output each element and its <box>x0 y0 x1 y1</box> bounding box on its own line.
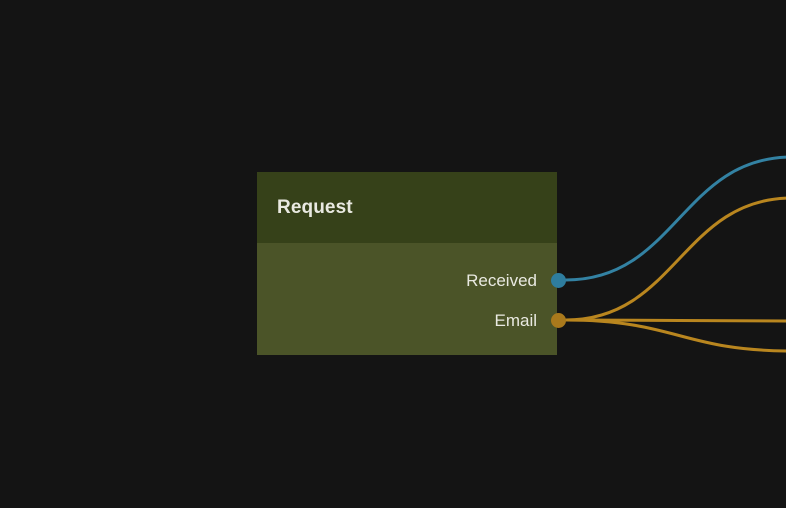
edge-edge-email-3[interactable] <box>564 318 786 353</box>
edges-group <box>564 155 786 353</box>
output-label-received: Received <box>466 270 537 290</box>
node-body: Received Email <box>257 243 566 355</box>
node-title: Request <box>277 197 353 218</box>
node-header[interactable]: Request <box>257 172 557 243</box>
output-label-email: Email <box>494 310 537 330</box>
edge-edge-email-2[interactable] <box>564 318 786 323</box>
output-port-received-dot[interactable] <box>550 272 566 288</box>
edge-edge-received-1[interactable] <box>564 155 786 282</box>
output-row-received[interactable]: Received <box>466 269 566 291</box>
node-request[interactable]: Request Received Email <box>257 172 566 355</box>
output-port-email-dot[interactable] <box>550 312 566 328</box>
edge-edge-email-1[interactable] <box>564 196 786 322</box>
output-row-email[interactable]: Email <box>494 309 566 331</box>
